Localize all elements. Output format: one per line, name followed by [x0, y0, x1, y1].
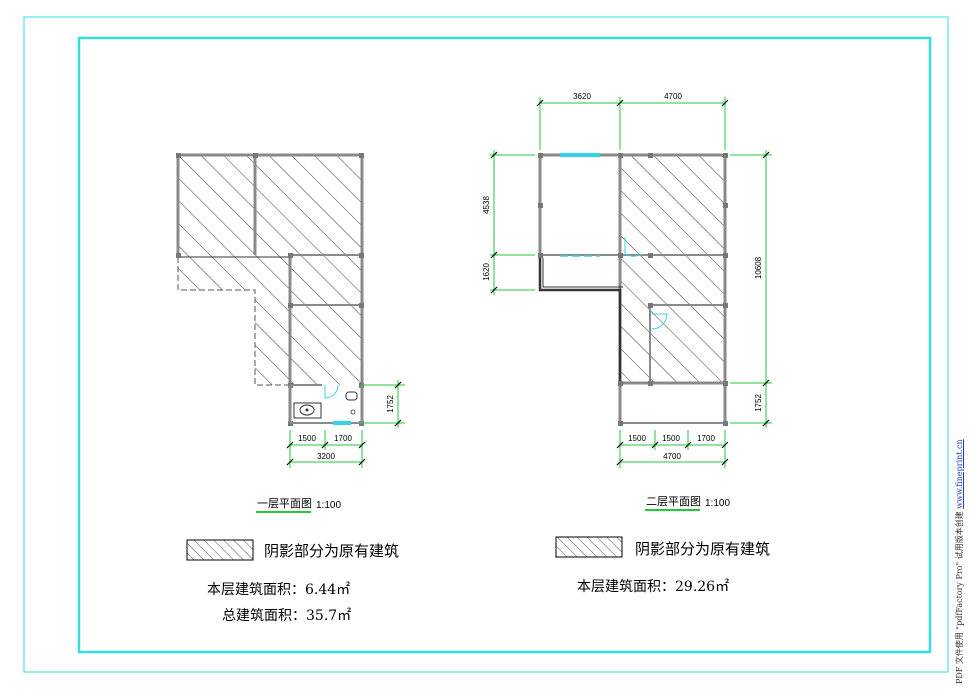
floor-drain-icon — [350, 409, 356, 415]
dim-first-bottom-1: 1500 — [298, 434, 316, 443]
pdf-watermark: PDF 文件使用 "pdfFactory Pro" 试用版本创建 www.fin… — [954, 439, 965, 684]
first-floor-legend-text: 阴影部分为原有建筑 — [264, 542, 399, 560]
outer-frame — [23, 16, 949, 673]
toilet-icon — [345, 391, 358, 401]
legend-hatch-swatch-2 — [555, 536, 623, 558]
watermark-text: PDF 文件使用 "pdfFactory Pro" 试用版本创建 — [955, 508, 964, 684]
second-floor-title: 二层平面图 — [646, 495, 701, 508]
dim-first-bottom-total: 3200 — [317, 452, 335, 461]
dim-second-bottom-total: 4700 — [663, 452, 681, 461]
second-floor-dimensions — [490, 97, 772, 468]
first-floor-scale: 1:100 — [316, 500, 341, 511]
second-floor-window-top — [560, 153, 600, 157]
new-bathroom — [288, 384, 364, 425]
second-floor-area: 本层建筑面积：29.26㎡ — [577, 579, 729, 595]
first-floor-dimensions — [289, 380, 405, 468]
door-swing — [324, 384, 339, 399]
dim-second-bottom-2: 1500 — [662, 434, 680, 443]
dim-second-right-total: 10608 — [754, 256, 763, 279]
vanity — [293, 402, 322, 419]
dim-first-bottom-2: 1700 — [334, 434, 352, 443]
stair-wall — [538, 255, 622, 383]
total-building-area: 总建筑面积：35.7㎡ — [222, 608, 351, 624]
dim-first-right: 1752 — [386, 395, 395, 413]
columns-2 — [538, 153, 728, 426]
dim-second-bottom-3: 1700 — [697, 434, 715, 443]
existing-building-hatch-2 — [620, 155, 725, 383]
door-swing-2 — [624, 237, 643, 257]
bathroom-window — [333, 421, 351, 425]
second-floor-scale: 1:100 — [705, 498, 730, 509]
dim-second-bottom-1: 1500 — [628, 434, 646, 443]
first-floor-title: 一层平面图 — [257, 497, 312, 510]
dashed-outline — [177, 257, 290, 386]
dim-second-top-1: 3620 — [573, 92, 591, 101]
legend-hatch-swatch — [186, 539, 254, 561]
walls — [176, 153, 364, 385]
dim-second-left-2: 1620 — [482, 263, 491, 281]
existing-building-hatch — [178, 155, 362, 385]
first-floor-plan: 1500 1700 3200 1752 一层平面图 1:100 阴影部分为原有建… — [176, 153, 405, 624]
dim-second-right-bottom: 1752 — [754, 394, 763, 412]
inner-frame — [77, 36, 932, 654]
dim-second-top-2: 4700 — [664, 92, 682, 101]
watermark-link[interactable]: www.fineprint.cn — [955, 439, 964, 509]
second-floor-plan: 3620 4700 4538 1620 10608 1752 1500 1500… — [482, 92, 772, 595]
first-floor-area: 本层建筑面积：6.44㎡ — [207, 582, 350, 598]
washbasin-icon — [299, 404, 315, 416]
second-floor-legend-text: 阴影部分为原有建筑 — [635, 540, 770, 558]
dim-second-left-1: 4538 — [482, 196, 491, 214]
door-swing-3 — [651, 313, 668, 330]
